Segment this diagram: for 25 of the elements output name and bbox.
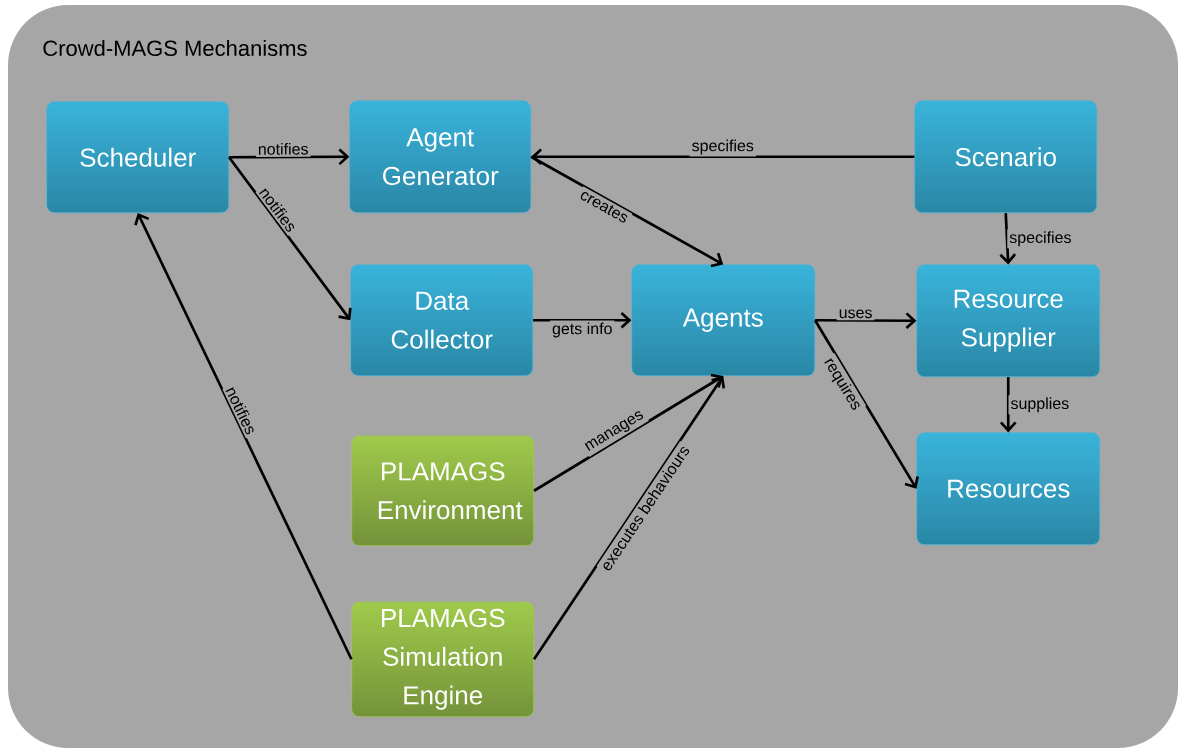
arrow [228,156,352,321]
arrow [815,312,917,330]
process-box: PLAMAGS Environment [351,435,535,547]
arrow [999,213,1017,265]
arrow [533,373,724,492]
edge-label: supplies [1008,395,1072,415]
arrow [999,377,1017,433]
process-box: Scenario [914,100,1098,214]
process-box: Scheduler [46,101,230,214]
arrow [134,213,353,660]
process-box: Agent Generator [349,100,532,214]
edge-label: uses [836,307,875,321]
edge-label: specifies [1007,229,1074,249]
arrow [532,376,726,660]
process-box: Agents [631,264,816,377]
process-box: PLAMAGS Simulation Engine [351,601,535,718]
arrow [531,148,915,166]
edge-label: gets info [550,320,615,340]
process-box: Resource Supplier [916,264,1101,378]
process-box: Resources [916,432,1101,546]
arrow [530,155,724,268]
arrow [813,319,919,489]
arrow [229,148,350,166]
process-box: Data Collector [350,264,534,377]
arrow [533,311,632,329]
